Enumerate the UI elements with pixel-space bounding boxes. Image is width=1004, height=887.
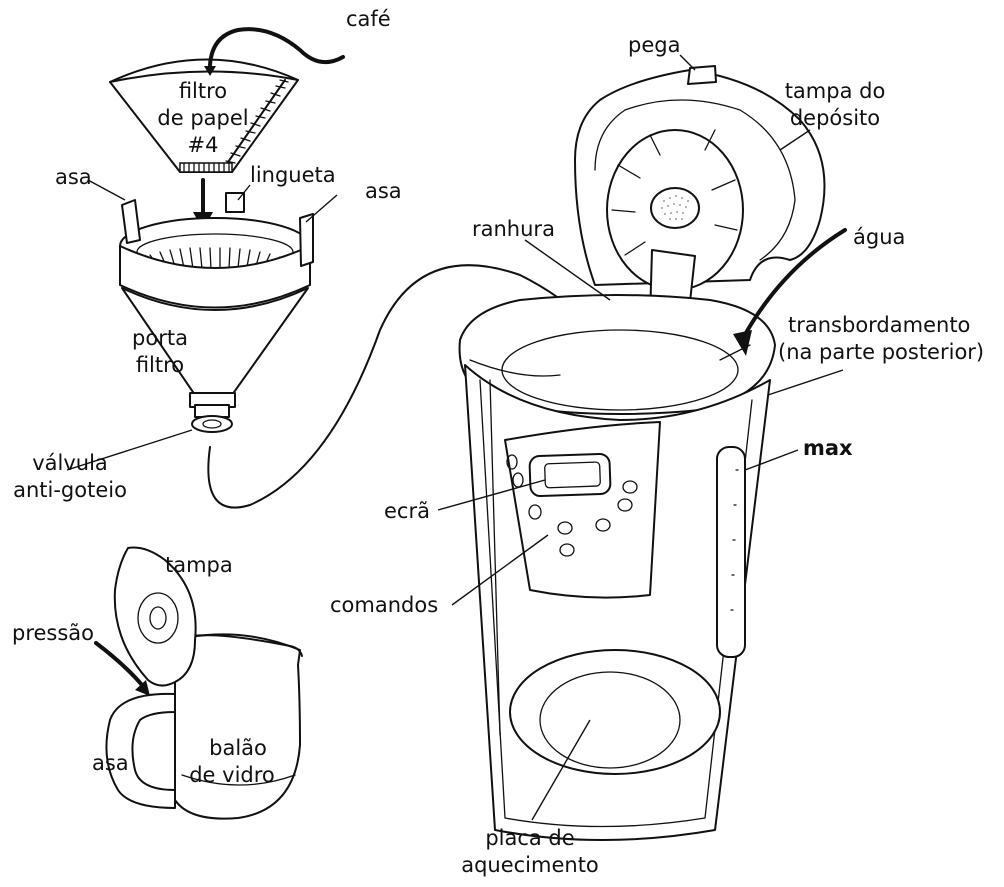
label-tampa: tampa [165,553,233,577]
label-filtro-papel-1: filtro [179,79,227,103]
glass-carafe [94,546,303,820]
label-ecra: ecrã [384,499,430,523]
label-valvula-2: anti-goteio [13,478,127,502]
label-pressao: pressão [12,621,94,645]
label-valvula-1: válvula [32,451,108,475]
label-tampa-deposito-1: tampa do [785,79,886,103]
label-agua: água [853,225,905,249]
filter-holder [119,178,314,433]
label-pega: pega [628,33,680,57]
label-balao-2: de vidro [189,763,275,787]
label-transbordamento-1: transbordamento [788,313,970,337]
label-placa-1: placa de [485,826,574,850]
coffee-arrow [208,27,345,67]
label-comandos: comandos [330,593,438,617]
label-filtro-papel-3: #4 [188,133,219,157]
label-porta-filtro-2: filtro [136,353,184,377]
label-transbordamento-2: (na parte posterior) [778,340,984,364]
label-filtro-papel-2: de papel [157,106,248,130]
label-asa-left: asa [55,165,92,189]
label-cafe: café [346,7,391,31]
paper-filter [109,27,345,173]
label-lingueta: lingueta [250,163,336,187]
label-ranhura: ranhura [472,217,555,241]
label-tampa-deposito-2: depósito [790,106,880,130]
label-placa-2: aquecimento [461,853,599,877]
leader-lines [66,54,844,821]
label-balao-1: balão [209,736,267,760]
label-asa-right: asa [365,179,402,203]
label-asa-jug: asa [92,751,129,775]
coffee-machine [458,65,847,841]
label-max: max [803,436,853,460]
label-porta-filtro-1: porta [132,326,188,350]
